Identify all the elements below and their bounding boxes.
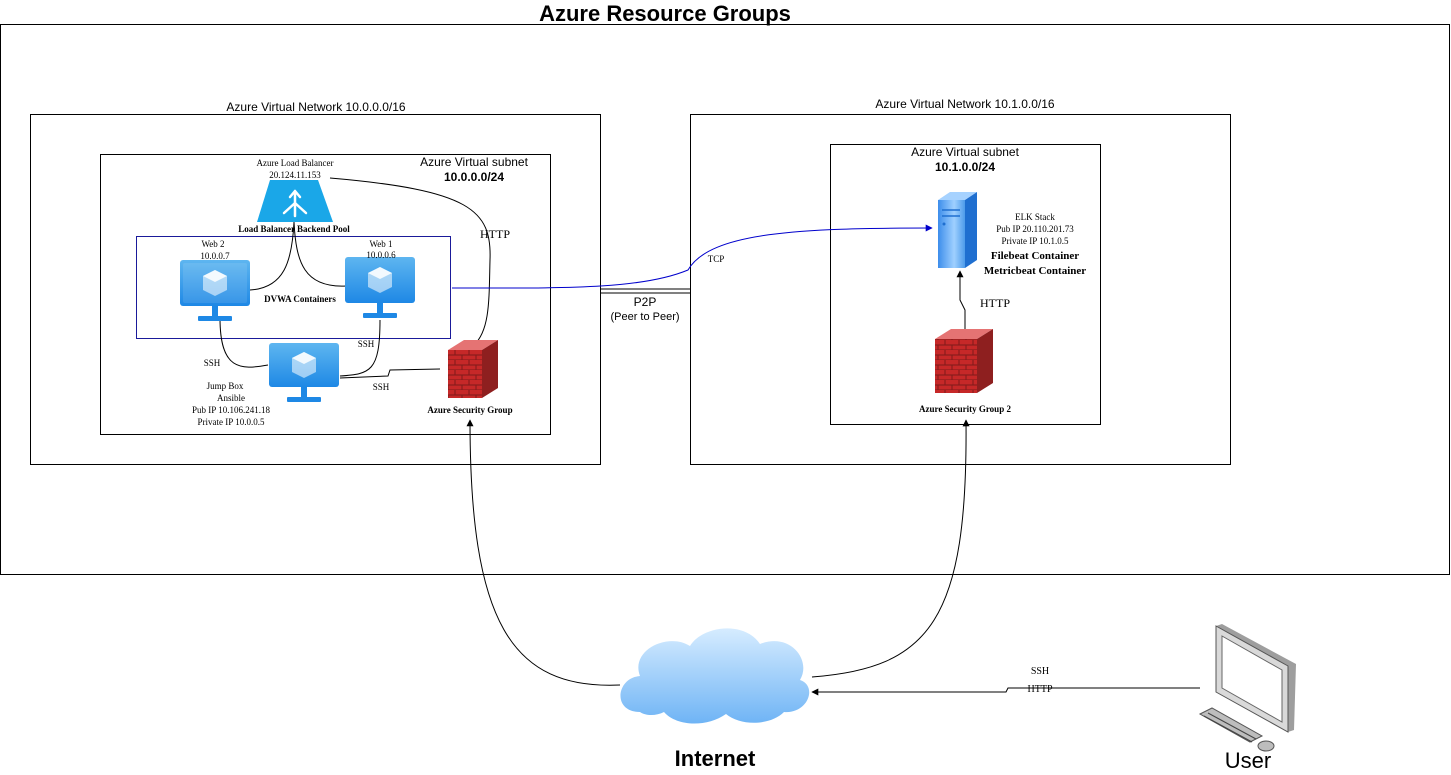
security-group-label: Azure Security Group [427, 405, 512, 415]
peering-sublabel: (Peer to Peer) [610, 311, 679, 323]
vnet-left-label: Azure Virtual Network 10.0.0.0/16 [226, 100, 406, 114]
web1-ip: 10.0.0.6 [366, 250, 396, 260]
firewall-icon [448, 340, 498, 398]
ssh-label-web2: SSH [204, 358, 221, 368]
resource-group-box [0, 24, 1450, 575]
diagram-title: Azure Resource Groups [539, 1, 791, 26]
jumpbox-sg-ssh-link [339, 368, 441, 379]
ssh-label-sg: SSH [373, 382, 390, 392]
jumpbox-vm-icon [269, 343, 339, 402]
user-link-ssh: SSH [1031, 666, 1049, 677]
lb-web1-link [293, 221, 347, 287]
lb-ip: 20.124.11.153 [269, 170, 321, 180]
server-icon [938, 192, 977, 268]
internet-sg2-link [811, 419, 970, 678]
dvwa-containers-label: DVWA Containers [264, 294, 336, 304]
tcp-link [451, 224, 933, 289]
elk-private-ip: Private IP 10.1.0.5 [1002, 236, 1069, 246]
internet-sg1-link [466, 419, 621, 686]
vnet-right-label: Azure Virtual Network 10.1.0.0/16 [875, 97, 1055, 111]
subnet-left-label-2: 10.0.0.0/24 [444, 170, 504, 184]
web2-vm-icon [180, 260, 250, 321]
lb-web2-link [249, 221, 295, 291]
vnet-right-box [690, 114, 1231, 465]
http-label-right: HTTP [980, 296, 1010, 310]
user-label: User [1225, 748, 1271, 773]
subnet-left-box [100, 154, 551, 435]
security-group-2-label: Azure Security Group 2 [919, 404, 1011, 414]
lb-sg-http-link [329, 177, 491, 346]
user-internet-link [811, 687, 1200, 696]
jumpbox-name: Jump Box [207, 381, 244, 391]
subnet-right-label-1: Azure Virtual subnet [911, 145, 1020, 159]
internet-label: Internet [675, 746, 756, 771]
lb-name: Azure Load Balancer [257, 158, 334, 168]
jumpbox-pub-ip: Pub IP 10.106.241.18 [192, 405, 270, 415]
user-link-http: HTTP [1028, 684, 1053, 695]
ssh-label-web1: SSH [358, 339, 375, 349]
filebeat-label: Filebeat Container [991, 250, 1079, 262]
load-balancer-icon [257, 180, 333, 222]
http-label-left: HTTP [480, 227, 510, 241]
sg2-elk-http-link [956, 270, 966, 330]
backend-pool-box [136, 236, 451, 339]
subnet-right-label-2: 10.1.0.0/24 [935, 160, 995, 174]
peering-label: P2P [634, 295, 657, 309]
desktop-computer-icon [1198, 624, 1296, 752]
web2-ip: 10.0.0.7 [200, 251, 230, 261]
cloud-icon [620, 628, 810, 724]
tcp-label: TCP [708, 254, 725, 264]
subnet-left-label-1: Azure Virtual subnet [420, 155, 529, 169]
jumpbox-private-ip: Private IP 10.0.0.5 [198, 417, 265, 427]
web2-name: Web 2 [201, 239, 224, 249]
backend-pool-label: Load Balancer Backend Pool [238, 224, 350, 234]
web1-name: Web 1 [369, 239, 392, 249]
elk-name: ELK Stack [1015, 212, 1055, 222]
metricbeat-label: Metricbeat Container [984, 265, 1086, 277]
jumpbox-web1-ssh-link [339, 319, 381, 377]
jumpbox-role: Ansible [217, 393, 245, 403]
jumpbox-web2-ssh-link [219, 317, 269, 368]
web1-vm-icon [345, 257, 415, 318]
firewall-2-icon [935, 329, 993, 393]
elk-pub-ip: Pub IP 20.110.201.73 [996, 224, 1074, 234]
